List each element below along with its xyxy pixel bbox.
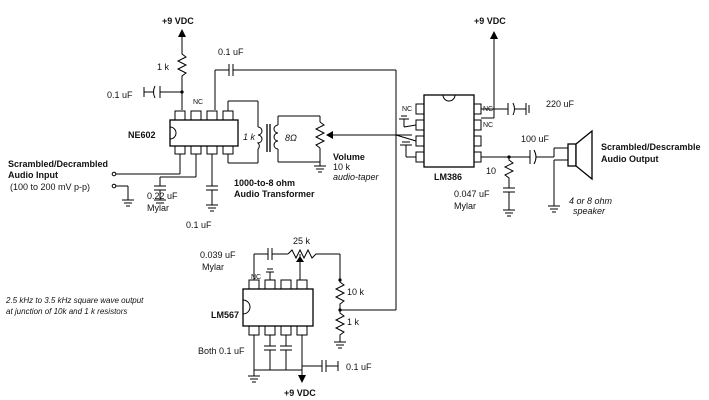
lm567-chip-label: LM567 xyxy=(211,310,239,320)
transformer-label-line2: Audio Transformer xyxy=(234,189,315,199)
resistor-10-out-label: 10 xyxy=(486,166,496,176)
ne602-nc-label: NC xyxy=(193,99,203,106)
potentiometer-25k xyxy=(287,248,340,272)
lm386-chip-label: LM386 xyxy=(434,172,462,182)
capacitor-0.1uf-bottom xyxy=(302,360,339,372)
supply-arrow-top-right xyxy=(481,31,498,119)
volume-label: Volume xyxy=(333,152,365,162)
potentiometer-25k-label: 25 k xyxy=(293,236,311,246)
resistor-1k-divider xyxy=(334,310,346,342)
output-label-line2: Audio Output xyxy=(601,154,658,164)
speaker-label-line1: 4 or 8 ohm xyxy=(569,196,613,206)
capacitor-100uf xyxy=(529,147,568,165)
volume-potentiometer xyxy=(300,115,412,173)
transformer-secondary-label: 8Ω xyxy=(285,133,297,143)
audio-transformer xyxy=(256,115,320,163)
volume-value: 10 k xyxy=(333,162,351,172)
capacitor-100uf-label: 100 uF xyxy=(521,134,550,144)
capacitor-0.1uf-supply-label: 0.1 uF xyxy=(107,90,133,100)
lm386-nc-left: NC xyxy=(402,106,412,113)
capacitor-220uf-label: 220 uF xyxy=(546,99,575,109)
speaker-icon xyxy=(548,129,593,213)
capacitor-0.1uf-below-label: 0.1 uF xyxy=(186,220,212,230)
capacitor-0.047uf xyxy=(503,187,515,217)
lm567-nc-label: NC xyxy=(251,274,261,281)
transformer-label-line1: 1000-to-8 ohm xyxy=(234,178,295,188)
input-label-line3: (100 to 200 mV p-p) xyxy=(10,182,90,192)
resistor-10k-label: 10 k xyxy=(347,287,365,297)
lm386-chip xyxy=(415,94,482,168)
lm567-chip xyxy=(242,279,314,336)
input-label-line2: Audio Input xyxy=(8,170,58,180)
resistor-1k-divider-label: 1 k xyxy=(347,317,360,327)
capacitor-0.1uf-bottom-label: 0.1 uF xyxy=(346,362,372,372)
input-label-line1: Scrambled/Decrambled xyxy=(8,159,108,169)
capacitor-0.1uf-below xyxy=(206,185,218,212)
capacitor-0.22uf-label: 0.22 uF xyxy=(147,191,178,201)
capacitor-0.1uf-supply xyxy=(143,85,182,99)
supply-label-bottom: +9 VDC xyxy=(284,388,316,398)
capacitors-both-label: Both 0.1 uF xyxy=(198,346,245,356)
output-label-line1: Scrambled/Descramble xyxy=(601,142,701,152)
supply-arrow-bottom xyxy=(298,370,306,383)
lm386-nc-right-2: NC xyxy=(483,122,493,129)
resistor-1k-top-label: 1 k xyxy=(157,62,170,72)
capacitors-both-0.1uf xyxy=(248,345,302,383)
supply-arrow-top-left xyxy=(178,29,186,48)
speaker-label-line2: speaker xyxy=(573,206,606,216)
ne602-chip xyxy=(169,110,239,155)
capacitor-0.039uf-type: Mylar xyxy=(202,262,224,272)
resistor-10-out xyxy=(503,157,515,188)
volume-taper: audio-taper xyxy=(333,172,380,182)
transformer-primary-label: 1 k xyxy=(243,132,256,142)
resistor-1k-top xyxy=(176,48,188,92)
capacitor-220uf xyxy=(481,102,530,116)
capacitor-0.1uf-top-label: 0.1 uF xyxy=(218,47,244,57)
note-line2: at junction of 10k and 1 k resistors xyxy=(6,307,127,316)
capacitor-0.039uf-label: 0.039 uF xyxy=(200,250,236,260)
resistor-10k xyxy=(334,280,346,310)
capacitor-0.1uf-top xyxy=(214,64,397,310)
supply-label-top-right: +9 VDC xyxy=(474,16,506,26)
note-line1: 2.5 kHz to 3.5 kHz square wave output xyxy=(5,296,144,305)
capacitor-0.22uf-type: Mylar xyxy=(147,203,169,213)
ne602-chip-label: NE602 xyxy=(128,130,156,140)
supply-label-top-left: +9 VDC xyxy=(162,16,194,26)
capacitor-0.22uf xyxy=(111,171,196,207)
capacitor-0.047uf-label: 0.047 uF xyxy=(454,189,490,199)
capacitor-0.047uf-type: Mylar xyxy=(454,201,476,211)
capacitor-0.039uf xyxy=(253,248,288,280)
